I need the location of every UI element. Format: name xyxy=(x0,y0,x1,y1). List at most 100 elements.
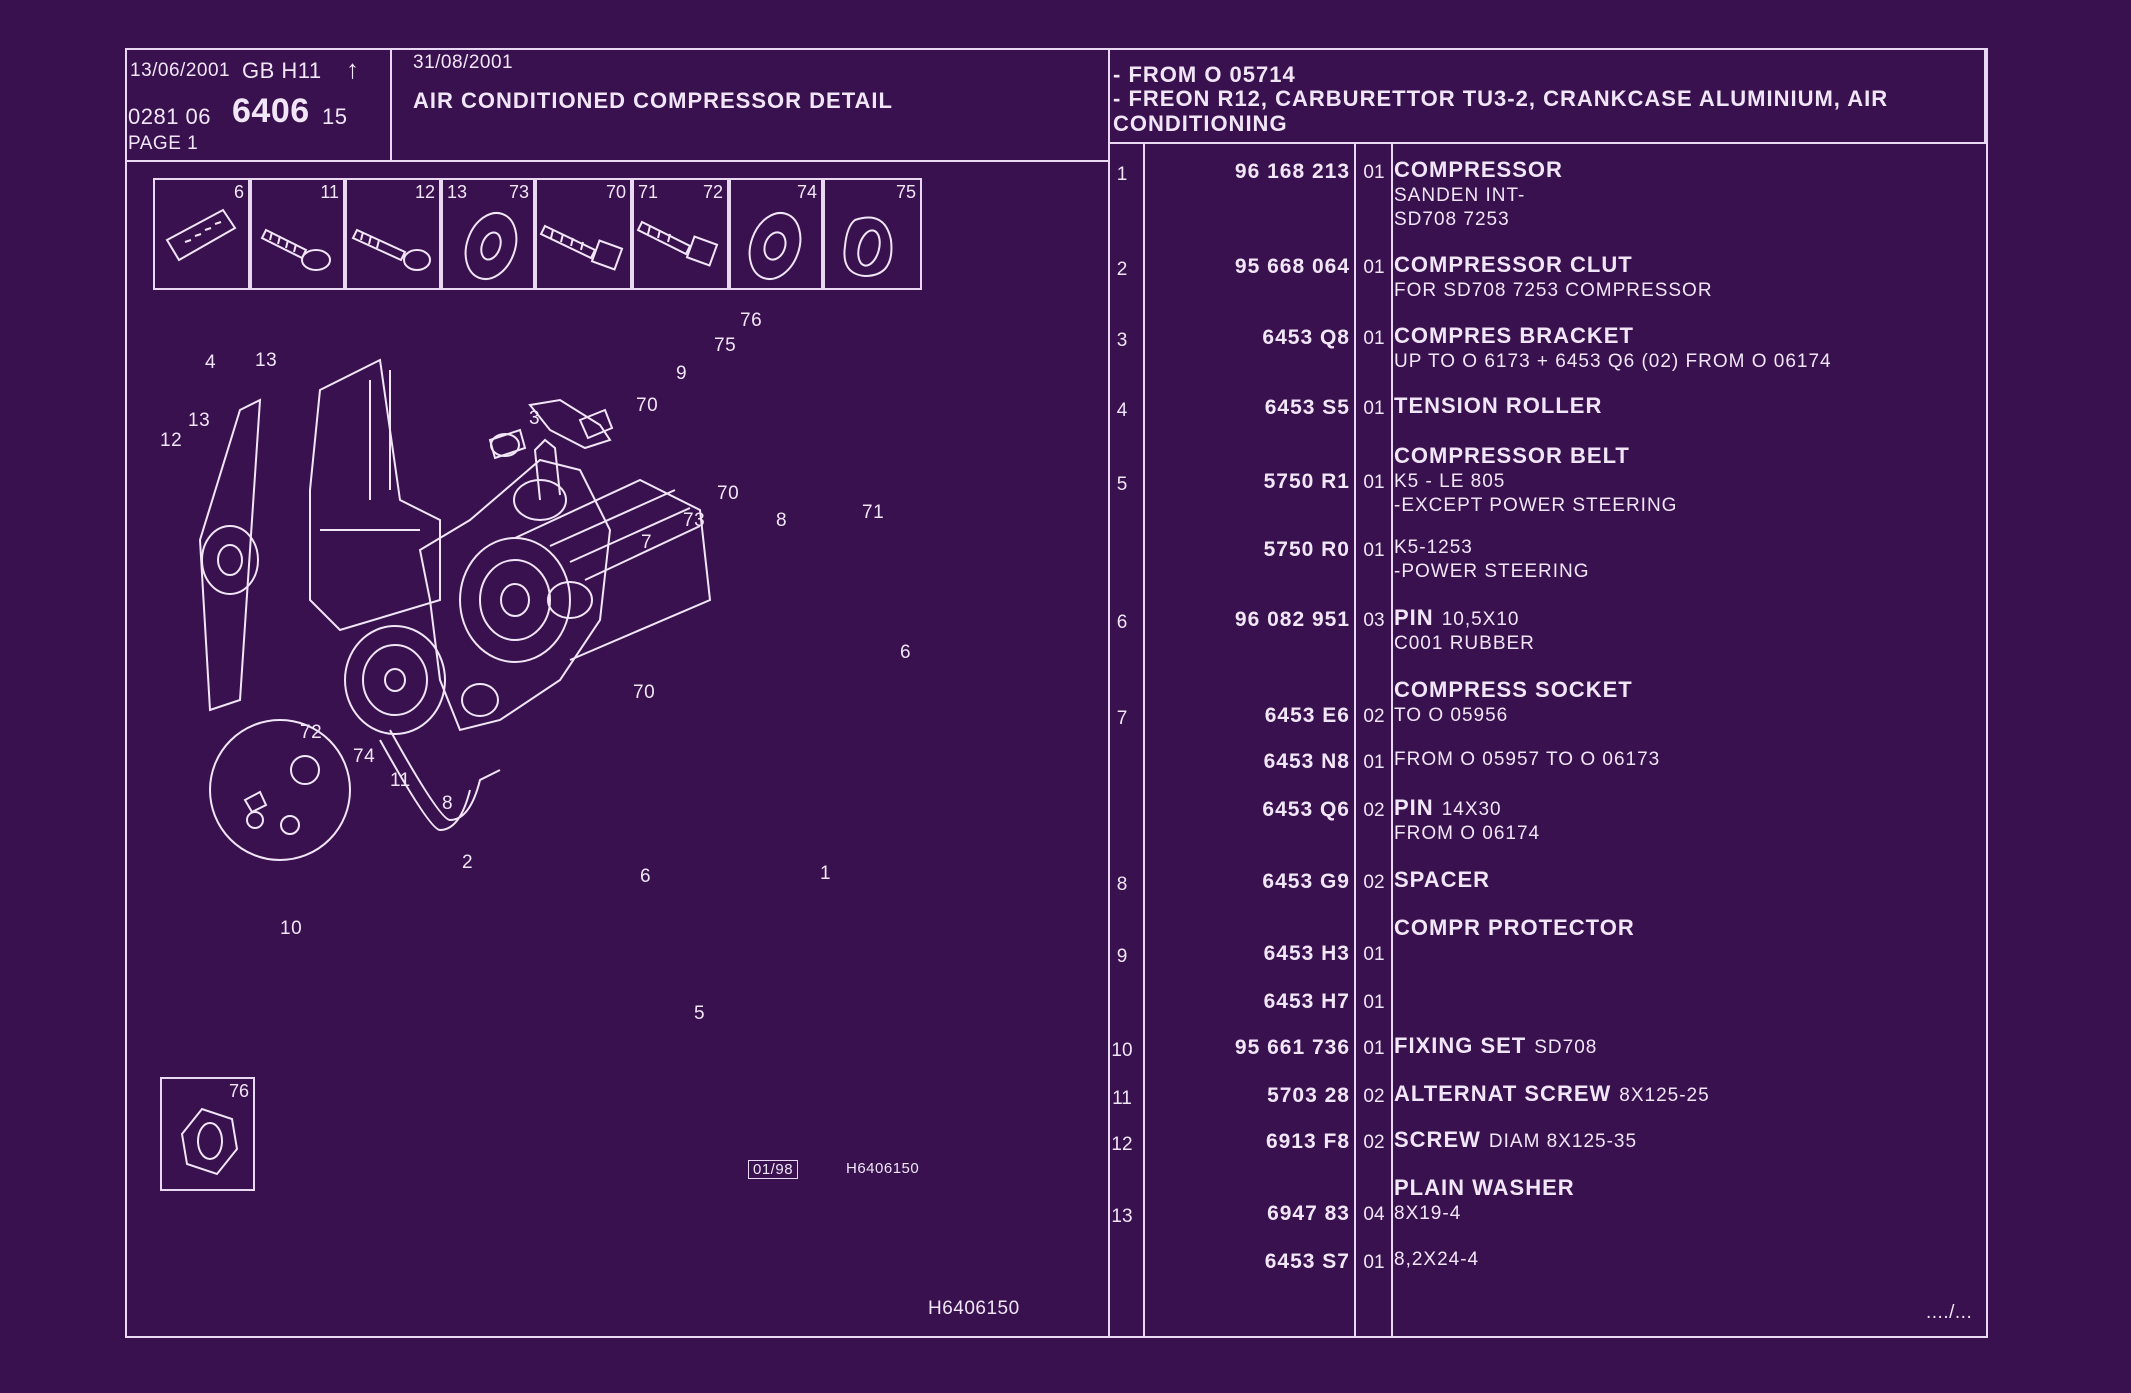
part-number[interactable]: 95 661 736 xyxy=(1234,1036,1350,1059)
part-number[interactable]: 6947 83 xyxy=(1267,1202,1350,1225)
part-title: SCREW xyxy=(1394,1127,1481,1152)
arrow-up-icon: ↑ xyxy=(346,54,360,84)
part-number[interactable]: 96 168 213 xyxy=(1234,160,1350,183)
compressor-protector xyxy=(528,398,612,450)
item-number: 10 xyxy=(1111,1040,1133,1061)
part-number[interactable]: 5750 R1 xyxy=(1263,470,1350,493)
quantity: 01 xyxy=(1363,992,1385,1013)
thumb-washer-74[interactable]: 74 xyxy=(729,178,823,290)
part-description: TENSION ROLLER xyxy=(1394,394,1602,420)
part-number[interactable]: 5750 R0 xyxy=(1263,538,1350,561)
inset-nut[interactable]: 76 xyxy=(160,1077,255,1191)
part-title: ALTERNAT SCREW xyxy=(1394,1081,1612,1106)
callout-13b: 13 xyxy=(188,410,211,431)
part-note: 8,2X24-4 xyxy=(1394,1249,1480,1270)
screw-icon xyxy=(636,220,719,267)
quantity: 04 xyxy=(1363,1204,1385,1225)
part-number[interactable]: 6453 H3 xyxy=(1263,942,1350,965)
thumb-pin[interactable]: 6 xyxy=(153,178,250,290)
part-number[interactable]: 5703 28 xyxy=(1267,1084,1350,1107)
part-number[interactable]: 6453 H7 xyxy=(1263,990,1350,1013)
table-col-end xyxy=(1984,48,1986,142)
fixing-set xyxy=(209,719,351,861)
item-number: 13 xyxy=(1111,1206,1133,1227)
part-number[interactable]: 6453 Q6 xyxy=(1262,798,1350,821)
part-title: COMPRESSOR CLUT xyxy=(1394,252,1633,277)
part-description: K5-1253-POWER STEERING xyxy=(1394,536,1590,584)
header-divider-right xyxy=(1110,142,1988,144)
washer-icon xyxy=(748,212,802,280)
part-number[interactable]: 6453 Q8 xyxy=(1262,326,1350,349)
applicability-line-1: - FROM O 05714 xyxy=(1113,62,1296,87)
tension-roller xyxy=(201,525,259,595)
thumb-washer-75[interactable]: 75 xyxy=(823,178,922,290)
part-note: C001 RUBBER xyxy=(1394,633,1535,654)
part-note: -POWER STEERING xyxy=(1394,561,1590,582)
compressor-socket xyxy=(488,428,527,460)
screw-icon xyxy=(351,228,431,271)
part-note: -EXCEPT POWER STEERING xyxy=(1394,495,1678,516)
part-number[interactable]: 6913 F8 xyxy=(1265,1130,1350,1153)
header-split-2 xyxy=(1108,48,1110,1338)
thumb-screw-12[interactable]: 12 xyxy=(345,178,441,290)
ref-prefix: 0281 06 xyxy=(128,104,212,129)
part-title: PLAIN WASHER xyxy=(1394,1175,1575,1200)
callout-4: 4 xyxy=(205,352,217,373)
part-title: PIN xyxy=(1394,605,1434,630)
revision-stamp: 01/98 xyxy=(748,1160,799,1179)
part-title: TENSION ROLLER xyxy=(1394,393,1603,418)
part-number[interactable]: 6453 G9 xyxy=(1262,870,1350,893)
callout-75: 75 xyxy=(714,335,737,356)
page-title: AIR CONDITIONED COMPRESSOR DETAIL xyxy=(413,88,893,113)
part-number[interactable]: 6453 S7 xyxy=(1264,1250,1350,1273)
compressor-body xyxy=(459,537,571,663)
engine-block xyxy=(309,358,441,632)
item-number: 6 xyxy=(1116,612,1128,633)
part-note: TO O 05956 xyxy=(1394,705,1509,726)
part-note: FOR SD708 7253 COMPRESSOR xyxy=(1394,280,1713,301)
compressor-belt xyxy=(389,729,501,822)
thumb-screw-11[interactable]: 11 xyxy=(250,178,345,290)
callout-9: 9 xyxy=(676,363,688,384)
item-number: 12 xyxy=(1111,1134,1133,1155)
part-note: K5 - LE 805 xyxy=(1394,471,1506,492)
part-number[interactable]: 95 668 064 xyxy=(1234,255,1350,278)
quantity: 01 xyxy=(1363,752,1385,773)
quantity: 01 xyxy=(1363,540,1385,561)
part-number[interactable]: 6453 E6 xyxy=(1264,704,1350,727)
part-title: COMPRES BRACKET xyxy=(1394,323,1634,348)
item-number: 2 xyxy=(1116,259,1128,280)
spacer xyxy=(578,408,614,440)
ref-main: 6406 xyxy=(232,92,310,130)
item-number: 7 xyxy=(1116,708,1128,729)
callout-8b: 8 xyxy=(442,793,454,814)
part-title-suffix: 8X125-25 xyxy=(1619,1085,1710,1106)
item-number: 11 xyxy=(1112,1088,1132,1109)
quantity: 02 xyxy=(1363,1132,1385,1153)
part-number[interactable]: 96 082 951 xyxy=(1234,608,1350,631)
part-number[interactable]: 6453 N8 xyxy=(1263,750,1350,773)
part-title: FIXING SET xyxy=(1394,1033,1527,1058)
quantity: 01 xyxy=(1363,257,1385,278)
part-number[interactable]: 6453 S5 xyxy=(1264,396,1350,419)
part-title: COMPRESSOR xyxy=(1394,157,1563,182)
date-revised: 31/08/2001 xyxy=(413,52,514,73)
thumb-screw-70[interactable]: 70 xyxy=(535,178,632,290)
quantity: 03 xyxy=(1363,610,1385,631)
callout-70c: 70 xyxy=(633,682,656,703)
part-description: FROM O 05957 TO O 06173 xyxy=(1394,748,1660,772)
callout-72: 72 xyxy=(300,722,323,743)
part-description: COMPRESSOR CLUT FOR SD708 7253 COMPRESSOR xyxy=(1394,253,1713,303)
part-note: FROM O 05957 TO O 06173 xyxy=(1394,749,1661,770)
ref-suffix: 15 xyxy=(322,104,348,129)
callout-13a: 13 xyxy=(255,350,278,371)
item-number: 9 xyxy=(1116,946,1128,967)
